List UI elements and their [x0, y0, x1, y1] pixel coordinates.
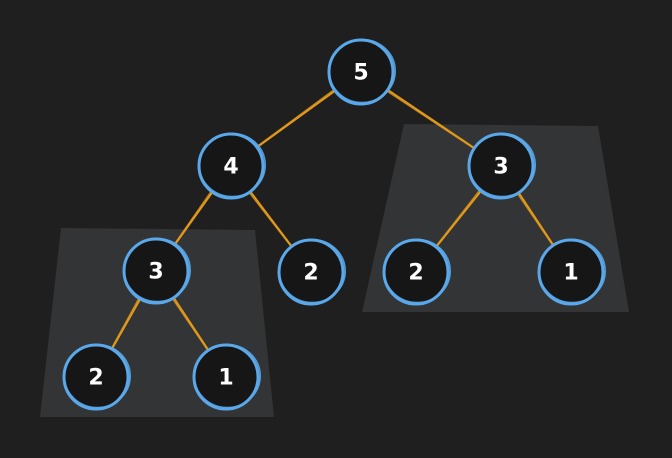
node-label: 2	[88, 366, 103, 391]
node-label: 3	[148, 260, 163, 285]
edge-n4-n3a	[172, 189, 215, 248]
tree-node-n2a: 2	[62, 343, 131, 411]
edge-n3a-n1a	[170, 295, 211, 353]
node-circle-sketch	[468, 132, 537, 198]
node-label: 1	[563, 261, 578, 286]
tree-node-n3a: 3	[122, 237, 191, 305]
edge-n5-n4	[254, 87, 338, 150]
node-label: 2	[303, 261, 318, 286]
tree-node-n3b: 3	[467, 132, 537, 200]
node-circle-sketch	[193, 343, 261, 409]
edge-n4-n2b	[247, 189, 294, 249]
node-circle-sketch	[383, 238, 452, 304]
tree-edges	[109, 87, 556, 353]
node-label: 1	[218, 366, 233, 391]
tree-node-n1a: 1	[192, 343, 261, 411]
node-circle-sketch	[198, 132, 266, 198]
edge-n3b-n1c	[515, 190, 556, 248]
edge-n5-n3b	[384, 87, 477, 151]
node-label: 3	[493, 155, 508, 180]
node-label: 2	[408, 261, 423, 286]
node-circle-sketch	[538, 238, 607, 304]
node-label: 4	[223, 155, 238, 180]
tree-node-n1c: 1	[537, 238, 607, 306]
edge-n3b-n2c	[433, 188, 484, 250]
tree-node-n5: 5	[327, 38, 397, 106]
tree-node-n4: 4	[197, 132, 266, 200]
node-label: 5	[353, 61, 368, 86]
node-circle-sketch	[63, 343, 131, 409]
tree-nodes: 5 4 3 2 1 2 3 2 1	[62, 38, 607, 411]
tree-node-n2b: 2	[277, 238, 347, 306]
node-circle-sketch	[328, 38, 397, 104]
node-circle-sketch	[278, 238, 347, 304]
tree-node-n2c: 2	[382, 238, 452, 306]
node-circle-sketch	[123, 237, 191, 303]
edge-n3a-n2a	[109, 296, 143, 352]
